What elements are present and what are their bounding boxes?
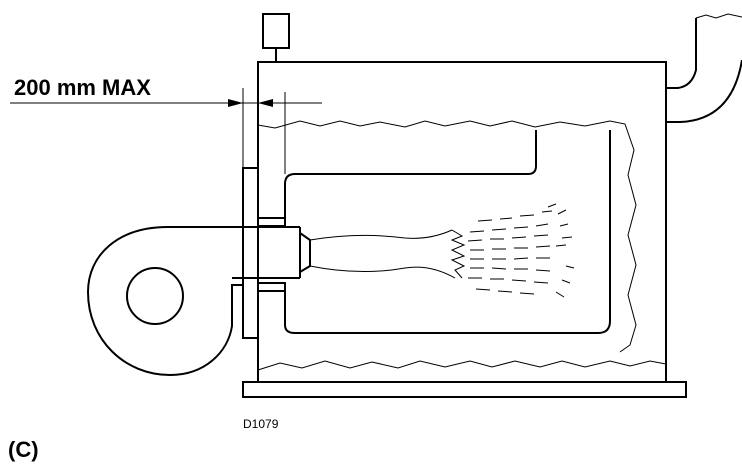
dim-arrow-right (258, 99, 273, 107)
fan-housing (86, 226, 300, 377)
flue-inner-edge (666, 18, 697, 89)
flange-upper (257, 217, 286, 227)
burner-nozzle (299, 232, 311, 273)
boiler-base (242, 381, 687, 398)
flue-break-line (695, 13, 742, 19)
flue-pipe (666, 13, 742, 123)
dimension-200mm: 200 mm MAX (10, 75, 322, 174)
top-controller (262, 13, 290, 62)
flame (309, 203, 575, 298)
front-plate (242, 167, 259, 339)
flame-dashes (467, 203, 575, 298)
controller-box (262, 13, 290, 49)
flame-lower-edge (309, 265, 456, 279)
boiler (242, 61, 687, 398)
drawing-code: D1079 (243, 417, 279, 431)
fan-inlet (126, 267, 184, 325)
flange-lower (257, 282, 286, 292)
water-level-top (257, 120, 637, 353)
chamber-bottom-outline (284, 130, 611, 334)
burner-flange (242, 167, 286, 339)
view-label: (C) (8, 437, 39, 462)
burner (86, 226, 311, 377)
combustion-chamber (284, 130, 611, 334)
flue-outer-edge (666, 59, 742, 123)
flame-upper-edge (309, 229, 453, 241)
dim-arrow-left (228, 99, 243, 107)
water-level-bottom (257, 360, 667, 371)
chamber-top-outline (284, 130, 537, 222)
flame-front (450, 229, 466, 279)
dimension-label: 200 mm MAX (14, 75, 151, 100)
